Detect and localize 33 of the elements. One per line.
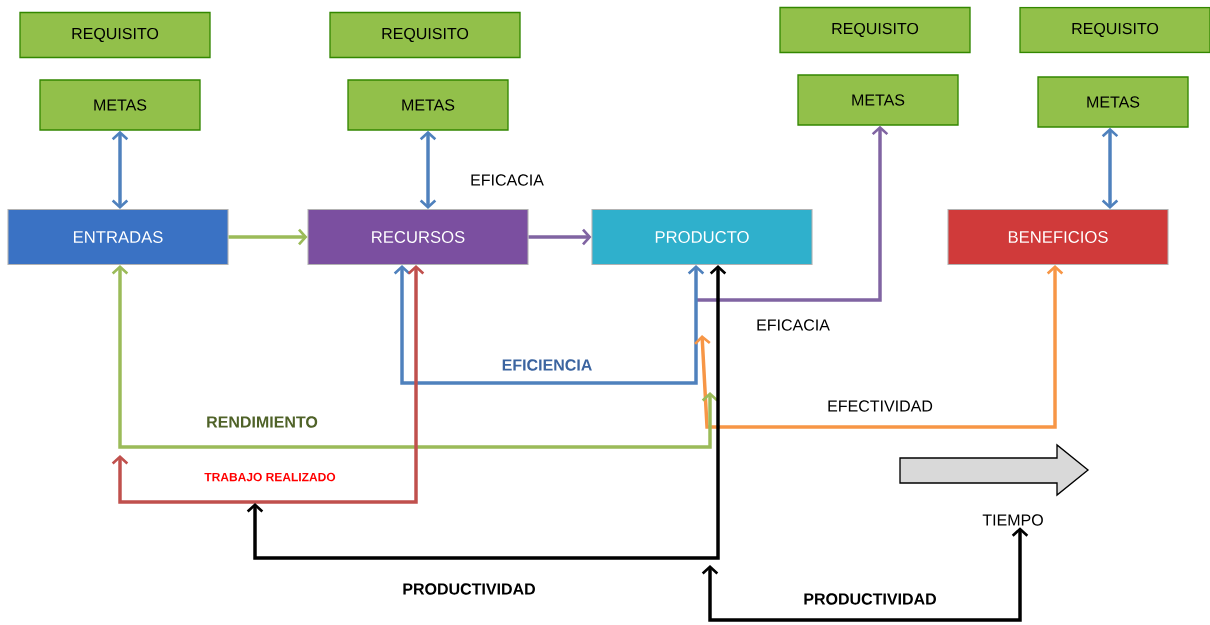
goal-box: REQUISITO bbox=[329, 11, 521, 59]
arrow bbox=[111, 130, 129, 209]
goal-box: REQUISITO bbox=[1019, 6, 1210, 54]
process-box: RECURSOS bbox=[307, 208, 529, 266]
edge-label: EFICIENCIA bbox=[500, 358, 594, 372]
arrow bbox=[1101, 127, 1119, 209]
arrow bbox=[701, 527, 1029, 622]
edge-label: EFECTIVIDAD bbox=[825, 399, 935, 413]
arrow bbox=[111, 265, 719, 449]
time-label: TIEMPO bbox=[982, 514, 1043, 526]
edge-label: PRODUCTIVIDAD bbox=[401, 582, 537, 596]
goal-box: REQUISITO bbox=[779, 6, 971, 54]
arrow bbox=[696, 125, 889, 302]
arrow bbox=[393, 265, 705, 385]
arrow bbox=[111, 265, 425, 504]
goal-box: METAS bbox=[39, 79, 201, 131]
arrow bbox=[528, 228, 592, 246]
goal-box: METAS bbox=[347, 79, 509, 131]
edge-label: PRODUCTIVIDAD bbox=[802, 592, 938, 606]
edge-label: RENDIMIENTO bbox=[204, 415, 320, 429]
process-box: BENEFICIOS bbox=[947, 208, 1169, 266]
goal-box: METAS bbox=[797, 74, 959, 126]
process-box: PRODUCTO bbox=[591, 208, 813, 266]
process-box: ENTRADAS bbox=[7, 208, 229, 266]
arrow bbox=[419, 130, 437, 209]
edge-label: EFICACIA bbox=[754, 318, 832, 332]
edge-label: EFICACIA bbox=[468, 173, 546, 187]
arrow bbox=[246, 265, 727, 560]
arrow bbox=[228, 228, 308, 246]
goal-box: METAS bbox=[1037, 76, 1189, 128]
edge-label: TRABAJO REALIZADO bbox=[203, 471, 337, 483]
arrow bbox=[694, 265, 1064, 429]
goal-box: REQUISITO bbox=[19, 11, 211, 59]
